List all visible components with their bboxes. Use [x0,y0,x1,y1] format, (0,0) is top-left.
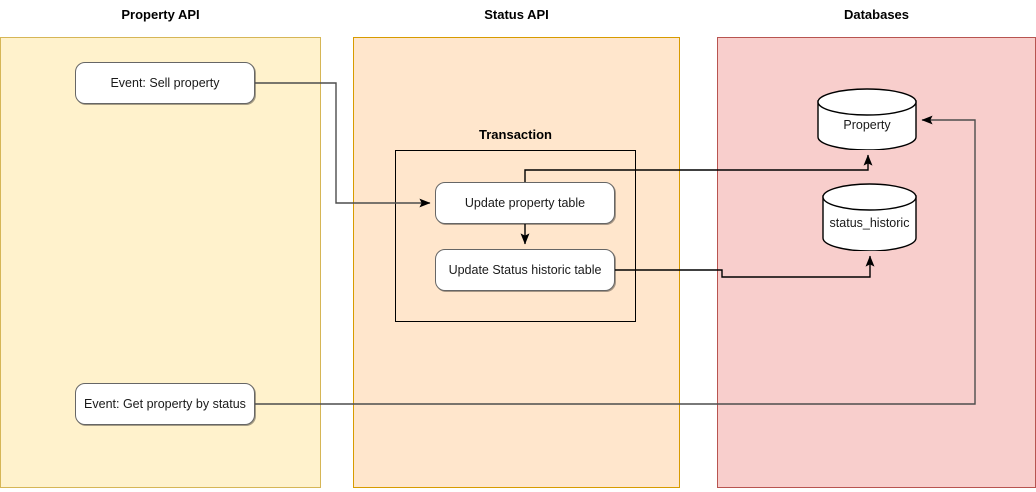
swimlane-title-status-api: Status API [484,7,549,22]
database-property-db[interactable]: Property [817,88,917,151]
node-event-sell-property[interactable]: Event: Sell property [75,62,255,104]
group-frame-transaction[interactable] [395,150,636,322]
swimlane-title-databases: Databases [843,7,910,22]
node-event-get-property-by-status[interactable]: Event: Get property by status [75,383,255,425]
database-status-historic-db[interactable]: status_historic [822,183,917,252]
node-update-property-table[interactable]: Update property table [435,182,615,224]
database-label-status-historic-db: status_historic [829,215,910,230]
swimlane-title-property-api: Property API [121,7,200,22]
group-label-transaction: Transaction [479,127,552,142]
database-label-property-db: Property [843,117,891,132]
node-update-status-historic-table[interactable]: Update Status historic table [435,249,615,291]
